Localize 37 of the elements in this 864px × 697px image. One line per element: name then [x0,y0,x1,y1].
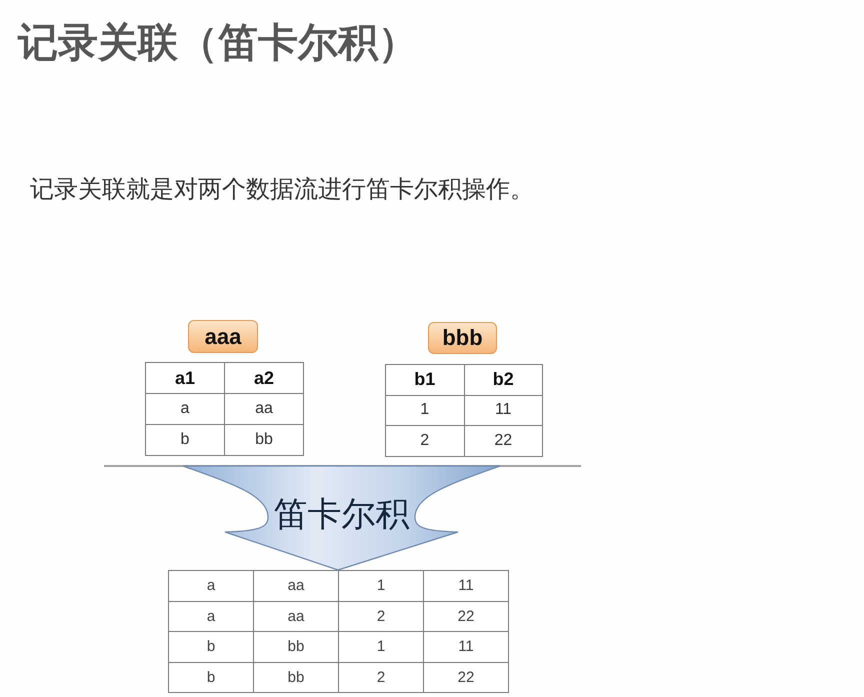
table-cell: b [146,424,224,456]
table-cell: b [168,632,254,662]
table-cell: a [168,570,254,601]
title: 记录关联（笛卡尔积） [18,19,418,67]
data-table [145,362,304,456]
table-cell: 11 [424,632,508,662]
table-cell: aa [254,601,338,632]
body-text: 记录关联就是对两个数据流进行笛卡尔积操作。 [30,174,534,205]
table-cell: 2 [338,662,424,692]
table-cell: a [146,394,224,424]
table-cell: aa [254,570,338,601]
header-cell: a2 [224,362,304,394]
table-cell: 1 [386,395,464,426]
data-table [385,364,543,457]
block-arrow [182,465,501,571]
data-table [168,570,509,693]
name-tag: bbb [428,322,497,354]
table-cell: 2 [386,426,464,456]
header-cell: b1 [386,364,464,396]
table-cell: 11 [424,570,508,601]
table-cell: 22 [464,426,542,456]
header-cell: a1 [146,362,224,394]
table-cell: 22 [424,662,508,692]
table-cell: a [168,601,254,632]
table-cell: 2 [338,601,424,632]
table-cell: 1 [338,570,424,601]
table-cell: bb [224,424,304,456]
table-cell: aa [224,394,304,424]
name-tag: aaa [188,320,258,353]
table-cell: 1 [338,632,424,662]
table-cell: bb [254,662,338,692]
table-cell: 22 [424,601,508,632]
header-cell: b2 [464,364,542,396]
arrow-label: 笛卡尔积 [274,496,410,536]
table-cell: b [168,662,254,692]
table-cell: 11 [464,395,542,426]
table-cell: bb [254,632,338,662]
